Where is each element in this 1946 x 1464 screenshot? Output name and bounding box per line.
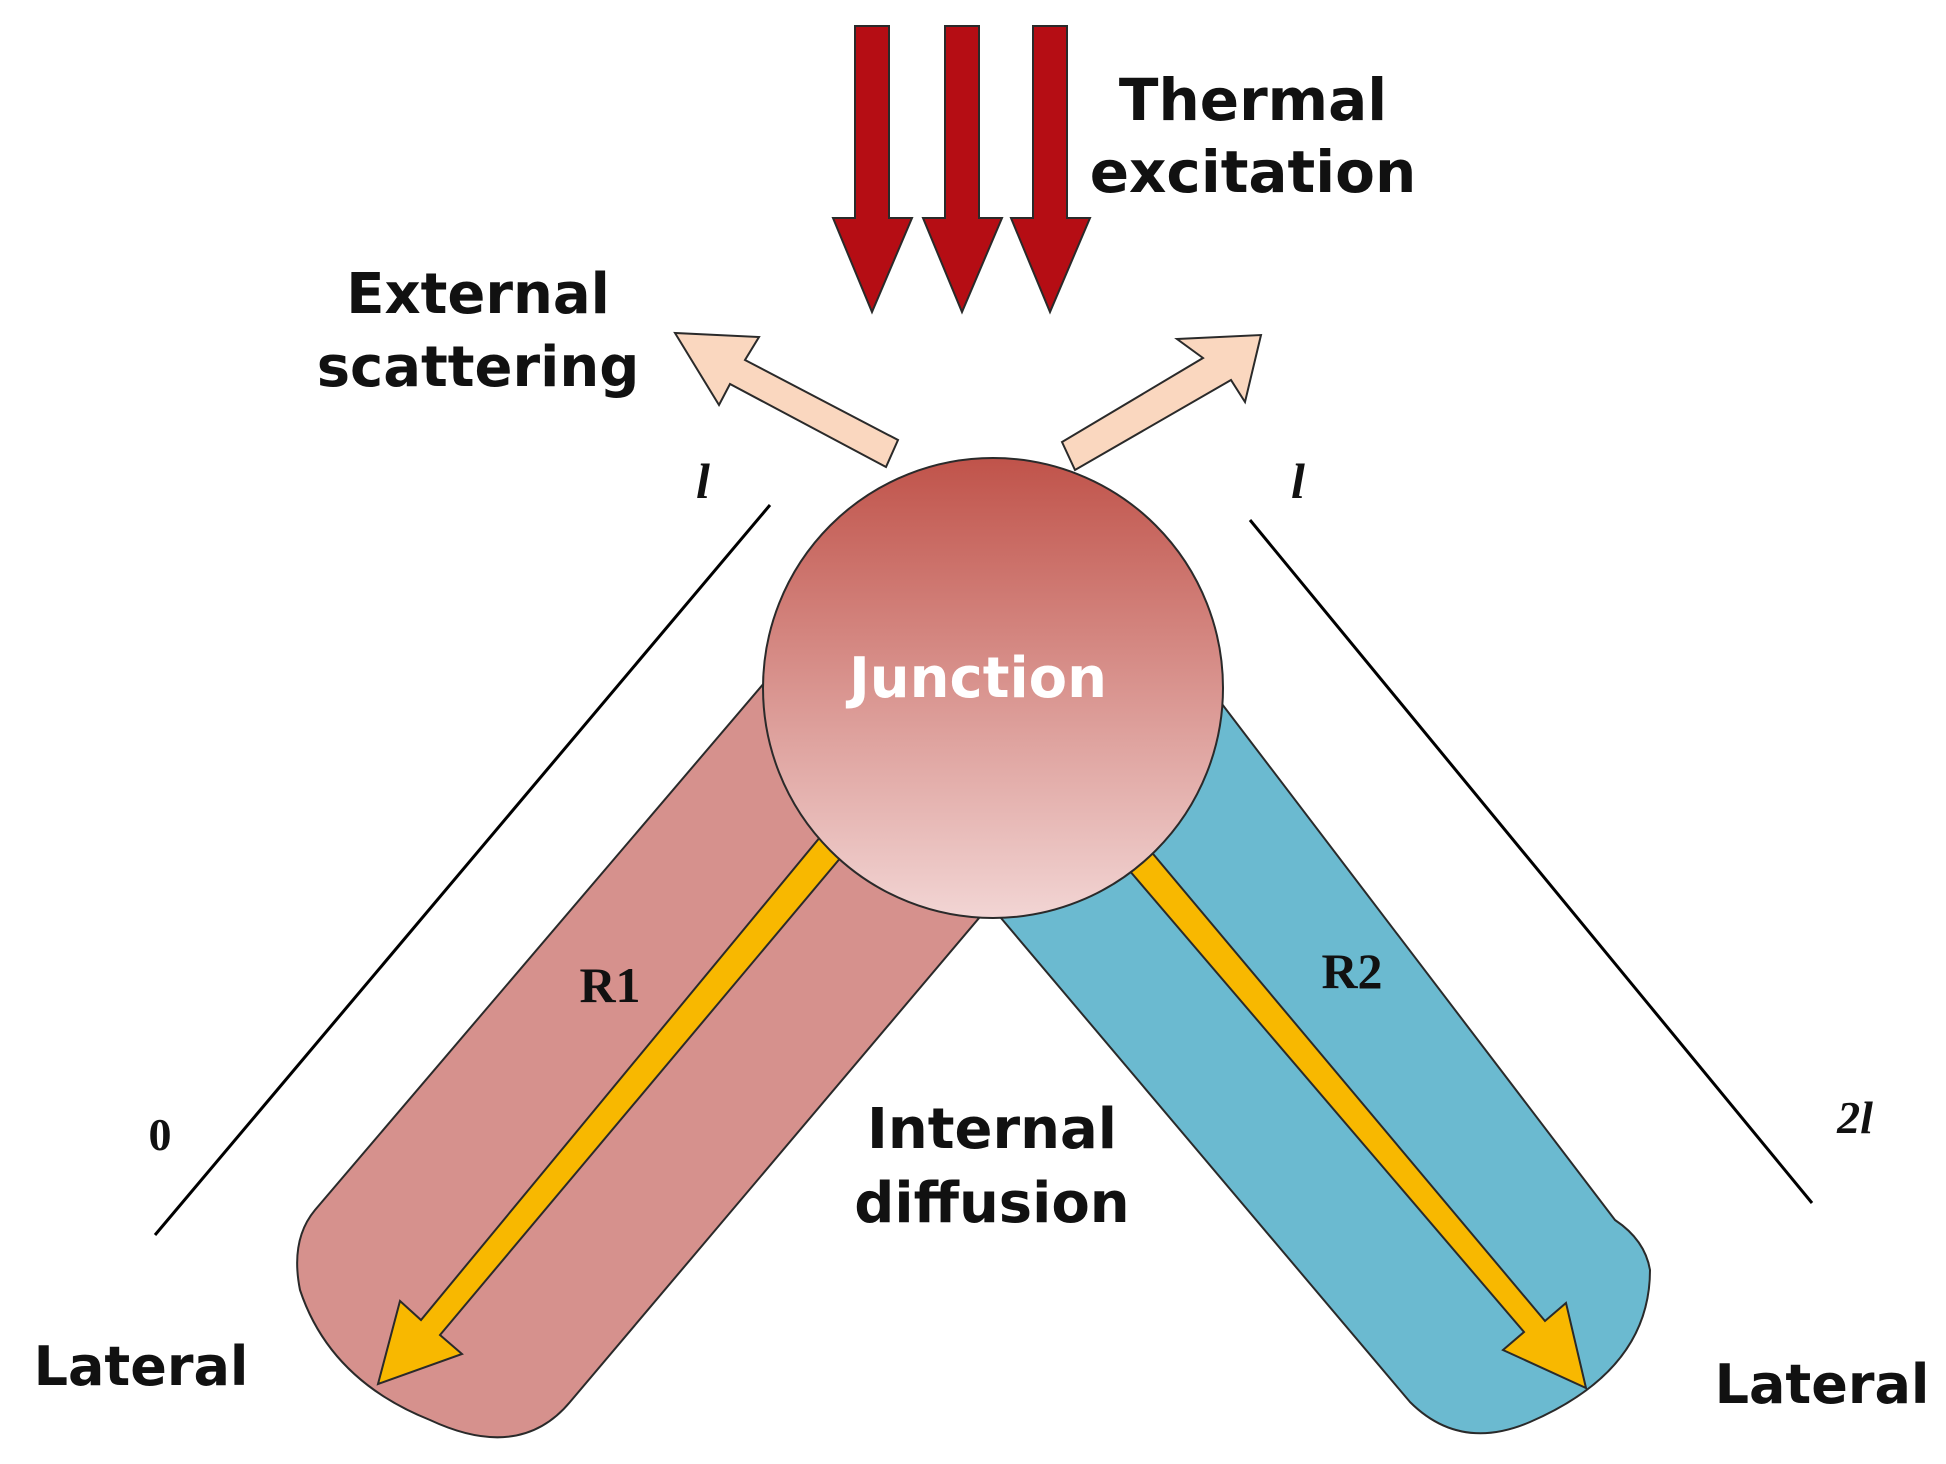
r2-label: R2 — [1321, 943, 1382, 999]
external-label-line2: scattering — [317, 335, 640, 400]
axis-line-right — [1248, 519, 1814, 1204]
thermal-arrow-3 — [1009, 25, 1092, 315]
internal-label-line1: Internal — [867, 1097, 1117, 1162]
junction-label: Junction — [845, 646, 1107, 711]
scatter-arrow-left — [673, 331, 900, 469]
axis-label-l-left: l — [696, 453, 710, 509]
diffusion-arrow-right — [1115, 834, 1588, 1390]
axis-line-left — [153, 504, 772, 1236]
thermal-label-line1: Thermal — [1119, 66, 1387, 134]
thermal-arrow-2 — [921, 25, 1004, 315]
r1-label: R1 — [579, 957, 640, 1013]
junction-node — [762, 457, 1224, 919]
scatter-arrow-right — [1060, 333, 1263, 472]
internal-label-line2: diffusion — [854, 1171, 1129, 1236]
axis-label-l-right: l — [1291, 453, 1305, 509]
thermal-arrow-1 — [831, 25, 914, 315]
diffusion-arrow-left-body — [376, 834, 844, 1386]
axis-label-2l: 2l — [1836, 1092, 1873, 1143]
lateral-label-left: Lateral — [34, 1335, 249, 1398]
thermal-label-line2: excitation — [1090, 138, 1417, 206]
external-label-line1: External — [346, 262, 610, 327]
lateral-label-right: Lateral — [1715, 1353, 1930, 1416]
axis-label-zero: 0 — [149, 1109, 172, 1160]
